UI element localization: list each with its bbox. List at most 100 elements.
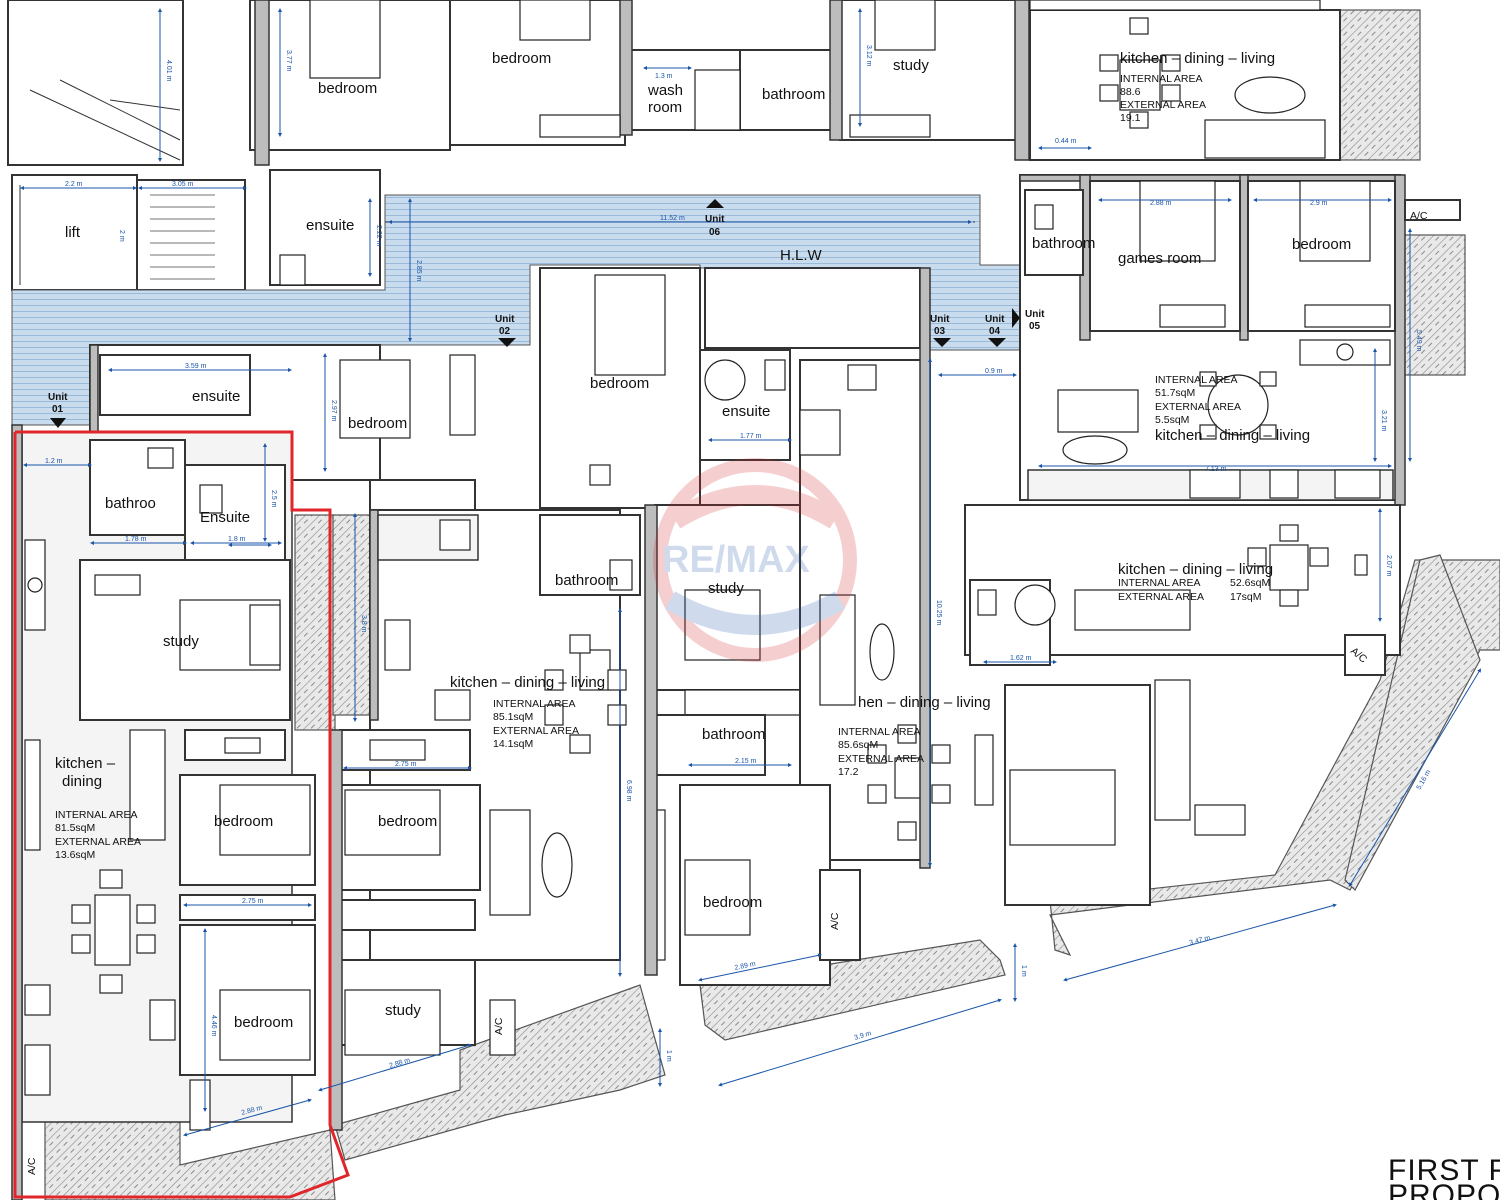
unit-marker-03: Unit 03 [930, 314, 951, 347]
room-label-bathroom: bathroom [555, 572, 618, 589]
area-labels: INTERNAL AREA 88.6 EXTERNAL AREA 19.1 IN… [55, 73, 1270, 861]
svg-text:05: 05 [1029, 321, 1041, 332]
svg-text:04: 04 [989, 326, 1001, 337]
unit-marker-05: Unit 05 [1012, 308, 1045, 332]
room-label-kdl: kitchen – dining – living [1118, 561, 1273, 578]
title-line1: FIRST F [1388, 1154, 1500, 1187]
ac-label: A/C [829, 912, 841, 930]
internal-area-label: INTERNAL AREA [493, 698, 575, 710]
svg-text:RE/MAX: RE/MAX [662, 539, 810, 581]
drawing-title: FIRST F PROPOSE [1388, 1154, 1500, 1200]
internal-area-value: 51.7sqM [1155, 387, 1195, 399]
svg-text:Unit: Unit [48, 392, 68, 403]
room-label-kitchen: kitchen – [55, 755, 116, 772]
dim-label: 0.44 m [1055, 138, 1077, 145]
dim-label: 1.8 m [228, 536, 246, 543]
internal-area-label: INTERNAL AREA [1120, 73, 1202, 85]
dim-label: 2.88 m [389, 1057, 412, 1070]
svg-text:02: 02 [499, 326, 511, 337]
svg-text:Unit: Unit [705, 214, 725, 225]
dim-label: 1.77 m [740, 433, 762, 440]
ac-label: A/C [493, 1017, 505, 1035]
svg-text:Unit: Unit [1025, 309, 1045, 320]
terrace-top-right [1339, 9, 1421, 161]
svg-text:Unit: Unit [495, 314, 515, 325]
dim-label: 2.2 m [65, 181, 83, 188]
internal-area-value: 81.5sqM [55, 822, 95, 834]
external-area-value: 5.5sqM [1155, 414, 1189, 426]
room-label-lift: lift [65, 224, 81, 241]
remax-watermark: RE/MAX [653, 458, 857, 662]
unit-04 [964, 504, 1401, 906]
dim-label: 1.78 m [125, 536, 147, 543]
room-label-bathroom: bathroom [762, 86, 825, 103]
room-label-kdl: kitchen – dining – living [1120, 50, 1275, 67]
room-label-kdl: hen – dining – living [858, 694, 991, 711]
dim-label: 3.9 m [854, 1030, 873, 1042]
dim-label: 2.9 m [1310, 200, 1328, 207]
terrace-bottom-right [1049, 559, 1500, 957]
unit-marker-01: Unit 01 [48, 392, 68, 428]
room-label-bedroom: bedroom [348, 415, 407, 432]
room-label-kdl: kitchen – dining – living [450, 674, 605, 691]
room-label-hlw: H.L.W [780, 247, 823, 264]
dim-label: 3.21 m [1380, 410, 1387, 432]
dim-label: 2.85 m [415, 260, 422, 282]
dim-label: 7.13 m [1205, 466, 1227, 473]
external-area-value: 13.6sqM [55, 849, 95, 861]
external-area-value: 17sqM [1230, 591, 1262, 603]
dim-label: 3.05 m [172, 181, 194, 188]
internal-area-value: 85.1sqM [493, 711, 533, 723]
room-label-ensuite: ensuite [192, 388, 240, 405]
internal-area-label: INTERNAL AREA [1155, 374, 1237, 386]
dim-label: 0.9 m [985, 368, 1003, 375]
room-label-ensuite: ensuite [306, 217, 354, 234]
room-label-study: study [708, 580, 744, 597]
terrace-right-small [1394, 234, 1466, 376]
room-label-study: study [385, 1002, 421, 1019]
dim-label: 4.01 m [165, 60, 172, 82]
room-label-dining: dining [62, 773, 102, 790]
dim-label: 2.22 m [375, 225, 382, 247]
dim-label: 2.97 m [330, 400, 337, 422]
ac-label: A/C [26, 1157, 38, 1175]
terrace-left-strip [294, 514, 336, 731]
svg-text:Unit: Unit [930, 314, 950, 325]
unit-marker-06: Unit 06 [705, 199, 725, 238]
title-line2: PROPOSE [1388, 1179, 1500, 1200]
room-label-games-room: games room [1118, 250, 1201, 267]
unit-marker-02: Unit 02 [495, 314, 516, 347]
dim-label: 5.49 m [1415, 330, 1422, 352]
room-label-bedroom: bedroom [214, 813, 273, 830]
dim-label: 3.59 m [185, 363, 207, 370]
dim-label: 11.52 m [660, 215, 685, 222]
room-label-study: study [163, 633, 199, 650]
internal-area-value: 85.6sqM [838, 739, 878, 751]
room-label-bedroom: bedroom [590, 375, 649, 392]
dim-label: 1.2 m [45, 458, 63, 465]
internal-area-label: INTERNAL AREA [838, 726, 920, 738]
unit-03 [539, 267, 951, 986]
dim-label: 2.07 m [1385, 555, 1392, 577]
dim-label: 2 m [118, 230, 125, 242]
dim-label: 1.3 m [655, 73, 673, 80]
dim-label: 6.98 m [625, 780, 632, 802]
svg-text:01: 01 [52, 404, 64, 415]
room-label-bedroom: bedroom [318, 80, 377, 97]
room-label-kdl: kitchen – dining – living [1155, 427, 1310, 444]
internal-area-label: INTERNAL AREA [1118, 577, 1200, 589]
dim-label: 2.88 m [1150, 200, 1172, 207]
room-label-study: study [893, 57, 929, 74]
dim-label: 3.47 m [1189, 935, 1212, 947]
dim-label: 2.89 m [734, 961, 757, 972]
room-label-bedroom: bedroom [1292, 236, 1351, 253]
unit-marker-04: Unit 04 [985, 314, 1006, 347]
room-label-ensuite: ensuite [722, 403, 770, 420]
external-area-label: EXTERNAL AREA [1120, 99, 1206, 111]
dim-label: 1 m [665, 1050, 672, 1062]
external-area-label: EXTERNAL AREA [55, 836, 141, 848]
external-area-label: EXTERNAL AREA [1155, 401, 1241, 413]
dim-label: 2.5 m [270, 490, 277, 508]
room-label-bedroom: bedroom [703, 894, 762, 911]
